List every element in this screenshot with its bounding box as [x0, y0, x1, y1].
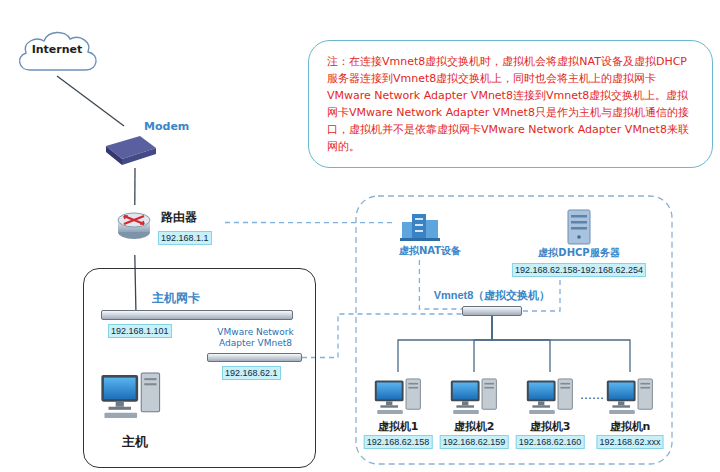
- network-link: [134, 168, 135, 205]
- virtual-switch: Vmnet8（虚拟交换机）: [462, 306, 522, 316]
- router-icon: [118, 213, 150, 239]
- nat-device: 虚拟NAT设备: [392, 205, 468, 260]
- node-label: 主机网卡: [152, 290, 200, 307]
- modem: Modem: [100, 126, 180, 168]
- virtual-machine: 虚拟机2192.168.62.159: [436, 372, 512, 458]
- note-box: 注：在连接Vmnet8虚拟交换机时，虚拟机会将虚拟NAT设备及虚拟DHCP服务器…: [308, 40, 713, 168]
- dashed-link: [225, 222, 392, 223]
- node-label: 虚拟机3: [512, 419, 588, 434]
- node-label: 路由器: [161, 209, 197, 226]
- ip-label: 192.168.62.160: [516, 435, 585, 449]
- vm-region: [356, 196, 672, 464]
- network-link: [398, 316, 492, 372]
- node-label: 虚拟机2: [436, 419, 512, 434]
- ip-label: 192.168.62.1: [222, 366, 281, 380]
- vm-computer: [607, 379, 653, 414]
- router: 路由器 192.168.1.1: [115, 205, 225, 255]
- node-label: 虚拟DHCP服务器: [500, 246, 658, 260]
- dhcp-server-icon: [568, 210, 590, 244]
- host-nic: 主机网卡192.168.1.101: [101, 310, 293, 320]
- host-box: 主机主机网卡192.168.1.101VMware Network Adapte…: [83, 268, 316, 468]
- ellipsis: ……: [580, 388, 604, 402]
- dhcp-server: 虚拟DHCP服务器 192.168.62.158-192.168.62.254: [500, 206, 658, 280]
- node-label: Internet: [14, 43, 100, 56]
- node-label: VMware Network Adapter VMnet8: [205, 327, 306, 349]
- node-label: 注：在连接Vmnet8虚拟交换机时，虚拟机会将虚拟NAT设备及虚拟DHCP服务器…: [327, 53, 694, 155]
- virtual-machine: 虚拟机1192.168.62.158: [360, 372, 436, 458]
- node-label: Vmnet8（虚拟交换机）: [434, 288, 551, 303]
- node-label: 主机: [122, 433, 148, 451]
- ip-label: 192.168.62.159: [440, 435, 509, 449]
- nat-icon: [400, 214, 440, 241]
- ip-label: 192.168.1.101: [108, 324, 172, 338]
- host-computer: [101, 373, 159, 418]
- network-link: [135, 255, 136, 310]
- virtual-machine: 虚拟机3192.168.62.160: [512, 372, 588, 458]
- vm-computer: [375, 379, 421, 414]
- vm-computer: [451, 379, 497, 414]
- node-label: Modem: [144, 120, 189, 133]
- node-label: 虚拟机1: [360, 419, 436, 434]
- ip-label: 192.168.62.158: [364, 435, 433, 449]
- vm-computer: [527, 379, 573, 414]
- vmnet8-adapter: VMware Network Adapter VMnet8192.168.62.…: [207, 353, 302, 362]
- network-link: [492, 316, 550, 372]
- ip-label: 192.168.1.1: [158, 231, 212, 245]
- network-link: [492, 316, 630, 372]
- virtual-machine: 虚拟机n192.168.62.xxx: [592, 372, 668, 458]
- modem-icon: [106, 136, 156, 165]
- dashed-link: [302, 314, 462, 358]
- ip-label: 192.168.62.158-192.168.62.254: [512, 263, 646, 277]
- node-label: 虚拟机n: [592, 419, 668, 434]
- network-link: [474, 316, 492, 372]
- network-link: [57, 76, 124, 126]
- internet-cloud: Internet: [14, 26, 100, 76]
- node-label: 虚拟NAT设备: [392, 244, 468, 258]
- dashed-link: [419, 260, 462, 309]
- ip-label: 192.168.62.xxx: [596, 435, 663, 449]
